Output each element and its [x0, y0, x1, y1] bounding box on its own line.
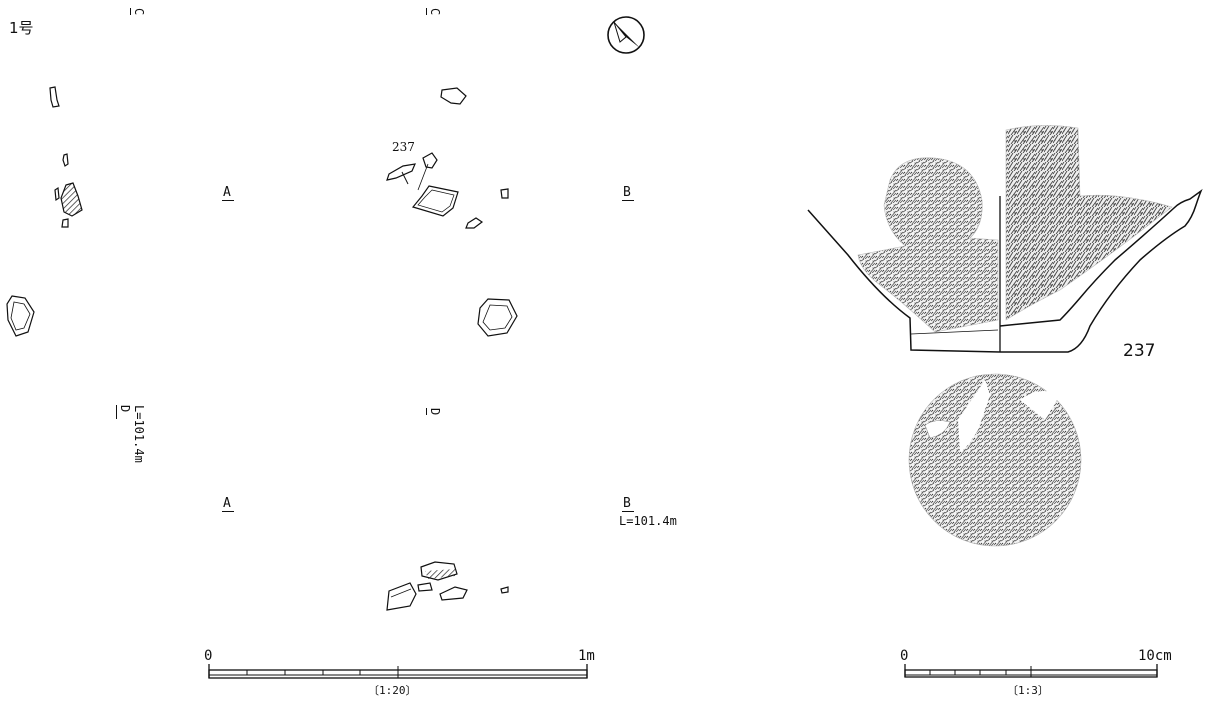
plan-sherd-hatched — [60, 182, 83, 217]
rubbing-left — [857, 157, 999, 333]
scale-bar-10cm — [904, 664, 1158, 678]
artifact-number: 237 — [1123, 341, 1156, 361]
section-sherd — [417, 582, 433, 592]
section-d-vertical: D L=101.4m — [116, 405, 146, 463]
plan-sherd — [49, 86, 60, 108]
scale-1m-start: 0 — [204, 648, 213, 664]
scale-10cm-start: 0 — [900, 648, 909, 664]
rubbing-right — [1005, 125, 1173, 321]
section-level: L=101.4m — [619, 514, 677, 528]
feature-label: 1号 — [9, 19, 34, 37]
plan-marker-a: A — [222, 186, 234, 201]
north-arrow-icon — [607, 16, 645, 54]
section-marker-a: A — [222, 497, 234, 512]
artifact-237-drawing — [807, 125, 1203, 547]
plan-artifacts — [6, 86, 518, 337]
plan-sherd — [61, 218, 69, 228]
rubbing-base — [908, 373, 1082, 547]
section-marker-b: B — [622, 497, 634, 512]
plan-sherd — [465, 217, 484, 229]
scale-10cm-end: 10cm — [1138, 648, 1172, 664]
section-sherd — [439, 586, 468, 601]
plan-stone — [6, 295, 35, 337]
scale-1m-ratio: 〔1:20〕 — [368, 684, 417, 697]
plan-sherd — [440, 87, 467, 105]
plan-stone — [477, 298, 518, 337]
plan-sherd — [62, 153, 69, 167]
scale-1m-end: 1m — [578, 648, 595, 664]
plan-marker-c-left: C — [130, 8, 146, 16]
plan-artifact-number: 237 — [392, 140, 415, 154]
plan-sherd — [54, 186, 60, 202]
section-sherd — [500, 586, 509, 594]
section-artifacts — [386, 561, 509, 611]
artifact-237-leader — [401, 163, 429, 191]
section-marker-d-left: D — [116, 405, 132, 419]
plan-sherd — [386, 163, 416, 181]
plan-sherd — [500, 188, 509, 199]
plan-marker-b: B — [622, 186, 634, 201]
scale-10cm-ratio: 〔1:3〕 — [1007, 684, 1049, 697]
plan-marker-c-right: C — [426, 8, 442, 16]
plan-marker-d-right: D — [426, 408, 442, 416]
scale-bar-1m — [208, 664, 588, 679]
section-vertical-level: L=101.4m — [132, 405, 146, 463]
plan-sherd — [422, 152, 438, 169]
